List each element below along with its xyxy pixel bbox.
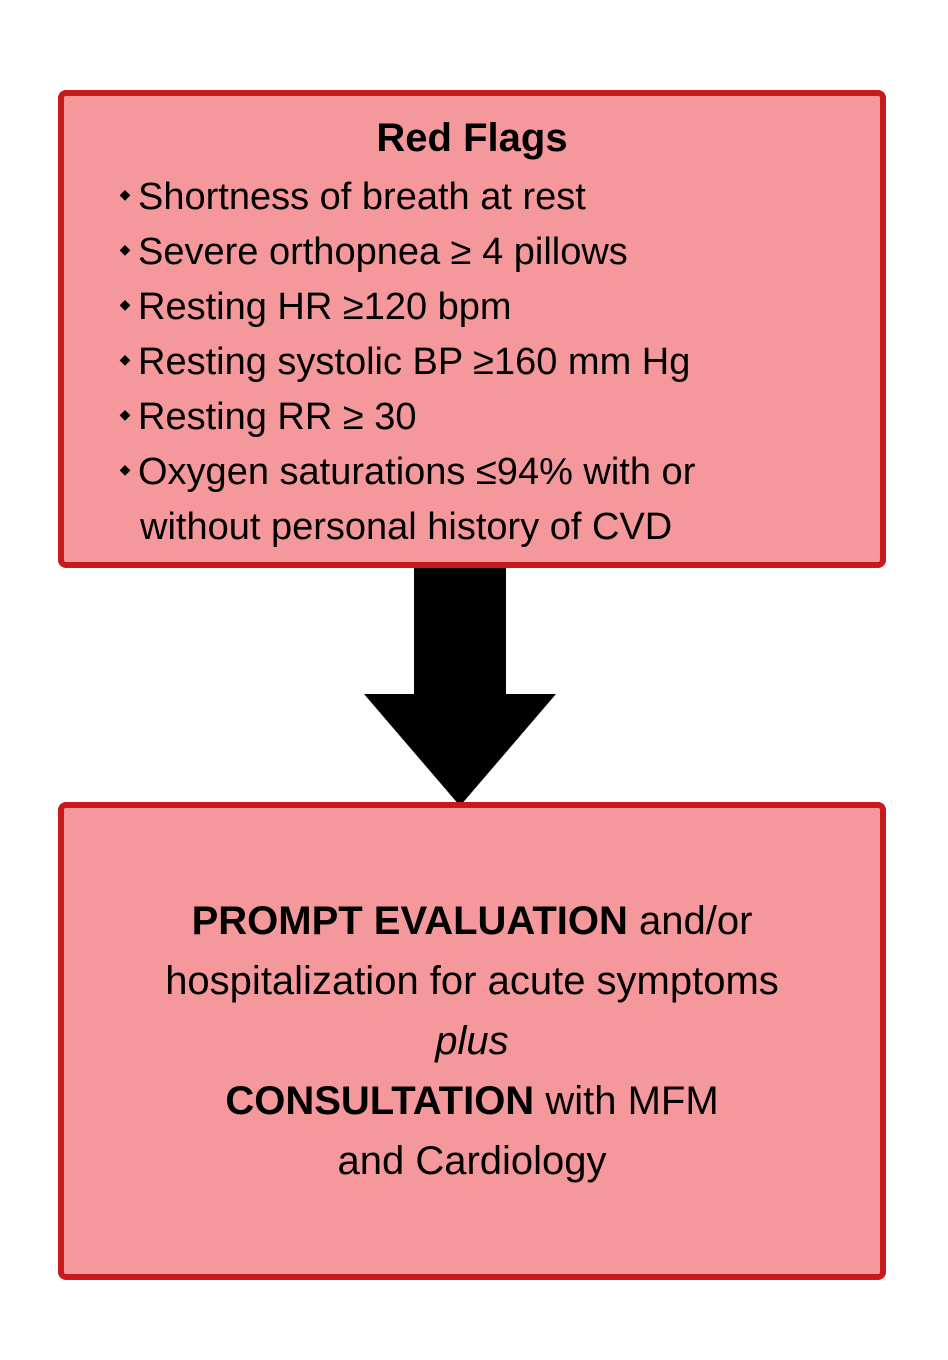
action-line-1-rest: and/or bbox=[627, 899, 753, 943]
diamond-bullet-icon: ◆ bbox=[119, 406, 131, 422]
red-flag-item: ◆ Resting RR ≥ 30 bbox=[118, 390, 695, 445]
red-flags-box: Red Flags ◆ Shortness of breath at rest … bbox=[58, 90, 886, 568]
consultation-label: CONSULTATION bbox=[225, 1079, 535, 1123]
red-flags-list: ◆ Shortness of breath at rest ◆ Severe o… bbox=[118, 170, 696, 555]
action-line-1: PROMPT EVALUATION and/or bbox=[64, 891, 880, 951]
red-flags-title: Red Flags bbox=[376, 116, 568, 160]
action-line-plus: plus bbox=[435, 1019, 509, 1063]
diamond-bullet-icon: ◆ bbox=[119, 461, 131, 477]
red-flag-item: ◆ Resting systolic BP ≥160 mm Hg bbox=[118, 335, 695, 390]
down-arrow-icon bbox=[364, 568, 556, 806]
red-flag-item: ◆ Resting HR ≥120 bpm bbox=[118, 280, 695, 335]
red-flag-item: ◆ Shortness of breath at rest bbox=[118, 170, 695, 225]
red-flag-text: Resting RR ≥ 30 bbox=[138, 396, 417, 438]
action-line-2: hospitalization for acute symptoms bbox=[165, 959, 779, 1003]
red-flag-item: ◆ Oxygen saturations ≤94% with or withou… bbox=[118, 445, 696, 555]
red-flag-text: Oxygen saturations ≤94% with or bbox=[138, 451, 696, 493]
diamond-bullet-icon: ◆ bbox=[119, 296, 131, 312]
down-arrow-shape bbox=[364, 568, 556, 806]
action-text: PROMPT EVALUATION and/or hospitalization… bbox=[64, 891, 880, 1191]
action-line-4-rest: with MFM bbox=[534, 1079, 719, 1123]
prompt-evaluation-label: PROMPT EVALUATION bbox=[191, 899, 628, 943]
red-flag-item: ◆ Severe orthopnea ≥ 4 pillows bbox=[118, 225, 695, 280]
red-flag-text: Resting HR ≥120 bpm bbox=[138, 286, 512, 328]
action-line-5: and Cardiology bbox=[337, 1139, 607, 1183]
red-flag-continuation: without personal history of CVD bbox=[140, 506, 673, 548]
action-line-4: CONSULTATION with MFM bbox=[64, 1071, 880, 1131]
action-box: PROMPT EVALUATION and/or hospitalization… bbox=[58, 802, 886, 1280]
red-flag-text: Severe orthopnea ≥ 4 pillows bbox=[138, 231, 628, 273]
diamond-bullet-icon: ◆ bbox=[119, 241, 131, 257]
diamond-bullet-icon: ◆ bbox=[119, 351, 131, 367]
red-flag-text: Resting systolic BP ≥160 mm Hg bbox=[138, 341, 691, 383]
red-flag-text: Shortness of breath at rest bbox=[138, 176, 586, 218]
diamond-bullet-icon: ◆ bbox=[119, 186, 131, 202]
